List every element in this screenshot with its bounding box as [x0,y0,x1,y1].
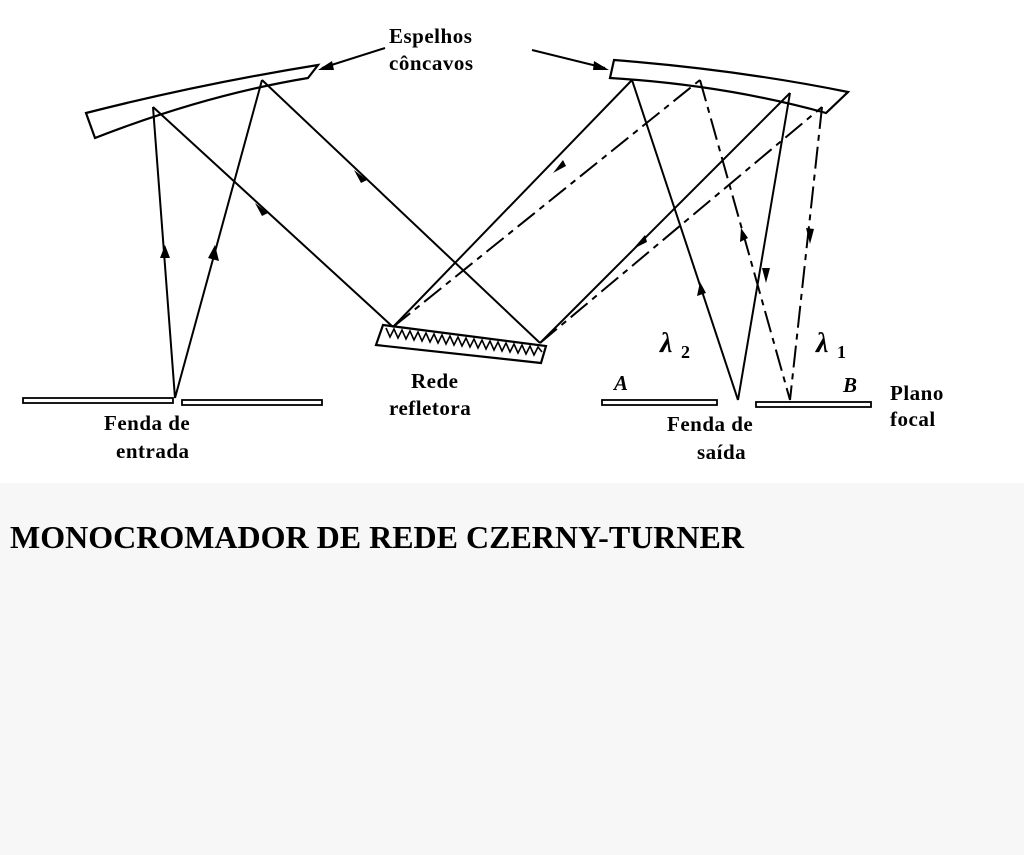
mirrors-label-line2: côncavos [389,51,474,75]
focal-plane-label-line2: focal [890,407,936,431]
entrance-rays [152,79,263,399]
point-b-label: B [842,373,857,397]
diagram-caption: MONOCROMADOR DE REDE CZERNY-TURNER [10,519,744,555]
mirrors-label-line1: Espelhos [389,24,472,48]
right-concave-mirror [608,58,851,115]
entrance-slit-label-line2: entrada [116,439,190,463]
reflection-grating [374,323,548,365]
left-concave-mirror [84,63,321,140]
lambda1-symbol: λ [815,328,828,359]
mirror-pointer-arrows [318,47,609,70]
grating-label-line1: Rede [411,369,459,393]
exit-rays [631,79,823,401]
entrance-slit-label-line1: Fenda de [104,411,190,435]
exit-slit [601,399,872,408]
exit-slit-label-line1: Fenda de [667,412,753,436]
grating-to-mirror-rays [392,79,823,344]
entrance-slit [22,397,323,406]
lambda1-subscript: 1 [837,342,847,362]
lambda2-subscript: 2 [681,342,691,362]
exit-slit-label-line2: saída [697,440,746,464]
point-a-label: A [612,371,628,395]
lambda2-symbol: λ [659,328,672,359]
czerny-turner-diagram: Espelhos côncavos Rede refletora Fenda d… [22,24,944,464]
focal-plane-label-line1: Plano [890,381,944,405]
mirror-to-grating-rays [152,79,541,344]
grating-label-line2: refletora [389,396,471,420]
